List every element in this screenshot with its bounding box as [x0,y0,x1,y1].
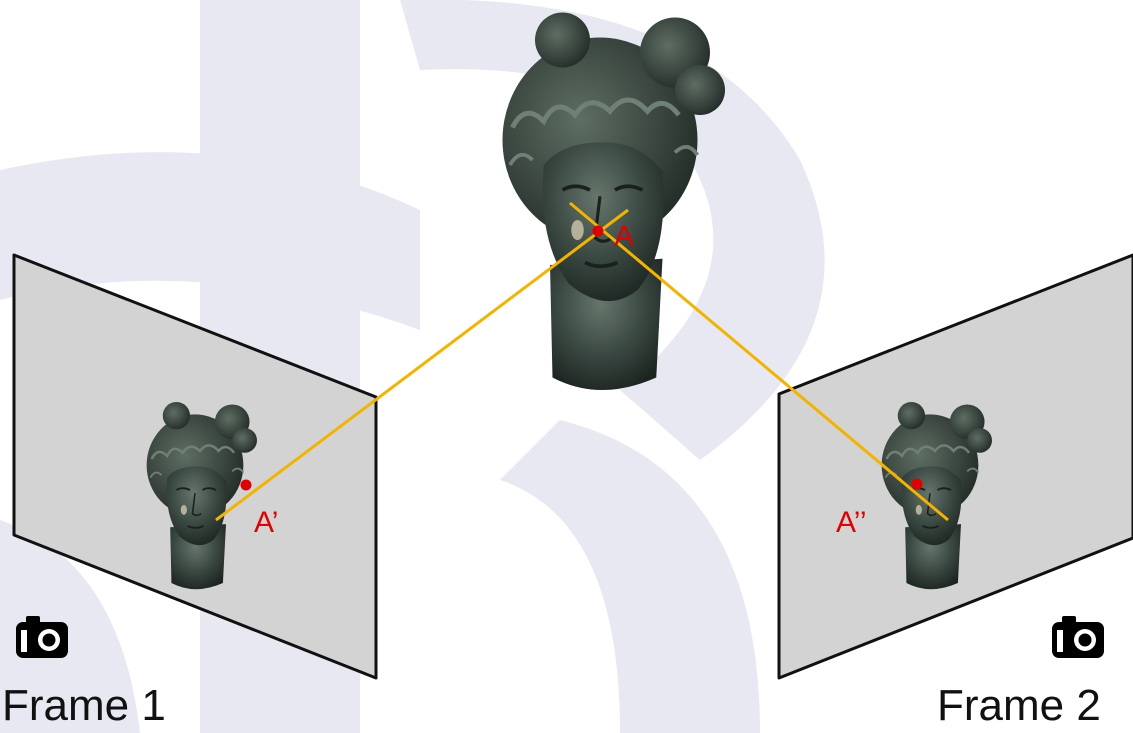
ray-frame-2 [569,201,949,522]
label-point-a-prime: A’ [254,506,278,539]
image-plane-2 [777,253,1133,680]
projection-rays [215,201,949,522]
label-point-a-double-prime: A’’ [836,506,867,539]
point-a-double-prime [911,478,923,490]
camera-icon [1052,616,1104,658]
label-point-a: A [614,220,634,253]
camera-icon [16,616,68,658]
frame-2-label: Frame 2 [937,681,1101,730]
image-plane-1 [12,253,378,680]
point-a [592,225,604,237]
ray-frame-1 [215,208,629,522]
frame-1-label: Frame 1 [2,681,166,730]
point-a-prime [240,479,252,491]
